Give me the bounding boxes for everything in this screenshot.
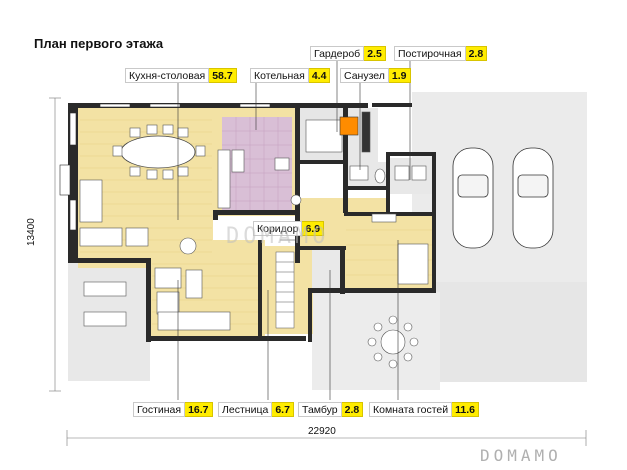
parked-cars [452,147,554,249]
room-name: Санузел [340,68,389,83]
room-label-living: Гостиная 16.7 [133,402,213,417]
room-label-bathroom: Санузел 1.9 [340,68,411,83]
room-area: 2.5 [364,46,386,61]
room-label-laundry: Постирочная 2.8 [394,46,488,61]
room-label-boiler: Котельная 4.4 [250,68,331,83]
room-name: Коридор [253,221,303,236]
room-label-guest-room: Комната гостей 11.6 [369,402,479,417]
room-area: 2.8 [465,46,488,61]
room-area: 2.8 [341,402,364,417]
dimension-lines [49,97,587,446]
terrace [312,92,587,390]
room-label-kitchen-dining: Кухня-столовая 58.7 [125,68,237,83]
room-area: 16.7 [185,402,213,417]
watermark-corner: DOMAMO [480,446,562,465]
room-area: 6.9 [302,221,325,236]
kitchen-furniture [217,149,302,209]
patio-table [367,315,419,369]
room-area: 6.7 [272,402,294,417]
watermark-center: DOMAMO [226,224,330,249]
dimension-height: 13400 [26,218,37,246]
room-name: Котельная [250,68,309,83]
guest-room-furniture [371,213,429,285]
room-label-vestibule: Тамбур 2.8 [298,402,364,417]
room-area: 11.6 [452,402,479,417]
page-title: План первого этажа [34,36,164,51]
room-name: Тамбур [298,402,342,417]
room-name: Гостиная [133,402,186,417]
windows [59,103,271,231]
room-name: Постирочная [394,46,466,61]
living-furniture [79,179,231,331]
parquet-pattern [80,119,432,325]
room-label-corridor: Коридор 6.9 [253,221,325,236]
room-label-wardrobe: Гардероб 2.5 [310,46,386,61]
dining-table [112,124,206,180]
room-name: Кухня-столовая [125,68,210,83]
room-name: Гардероб [310,46,365,61]
room-name: Комната гостей [369,402,453,417]
room-label-stairs: Лестница 6.7 [218,402,294,417]
room-area: 1.9 [388,68,411,83]
bathroom-fixtures [305,111,427,184]
loungers [83,281,127,327]
staircase [275,251,295,329]
room-name: Лестница [218,402,273,417]
room-area: 58.7 [209,68,237,83]
label-leader-lines [177,60,411,400]
dimension-width: 22920 [308,426,336,437]
room-area: 4.4 [308,68,331,83]
